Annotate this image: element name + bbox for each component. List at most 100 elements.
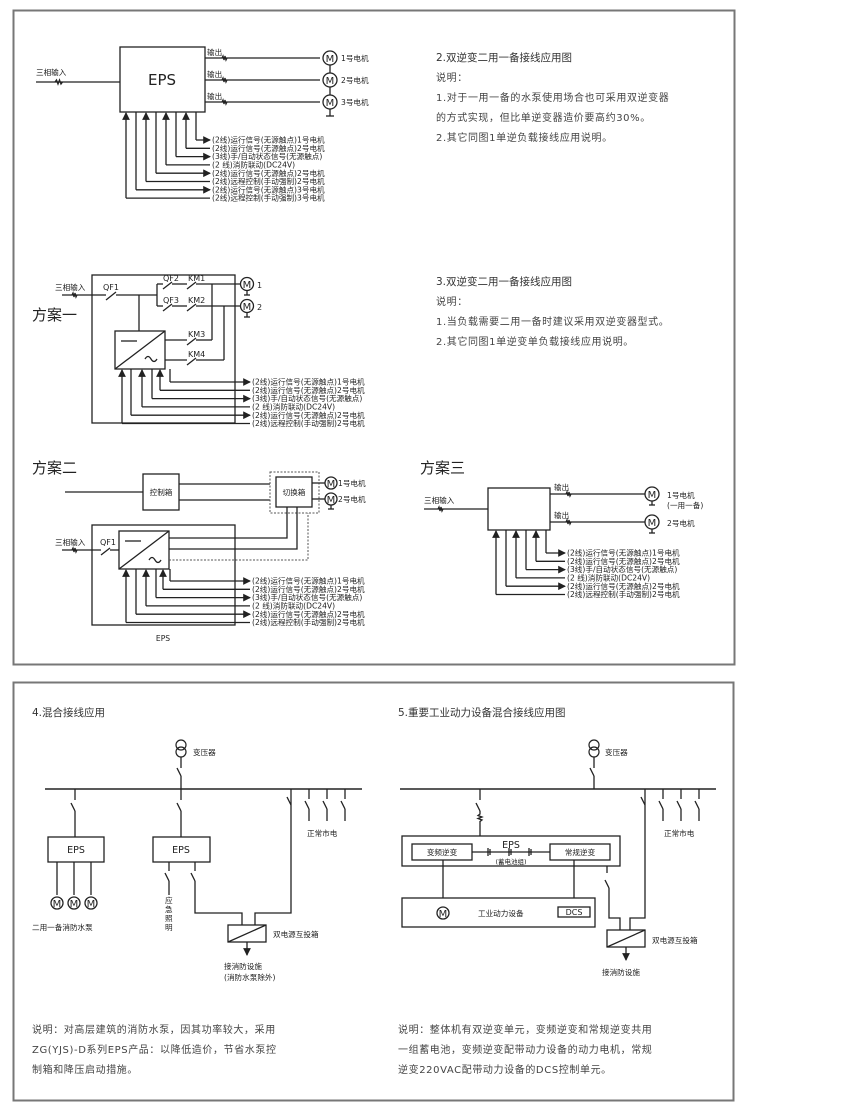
diagram-4-mixed-wiring: 4.混合接线应用 变压器 EPS M M M 二用一备消防水泵 EPS [32,706,362,1076]
emergency-lighting-label: 应 急 照 明 [165,895,173,932]
signal-label: (2 线)消防联动(DC24V) [252,402,335,412]
motor-1-icon: M [322,50,338,66]
motor-2-icon: M [644,514,660,534]
switch-box [275,476,313,508]
control-box [142,473,180,511]
pump-motor-icon: M [67,896,81,910]
desc-line: 2.其它同图1单逆变单负载接线应用说明。 [436,335,634,348]
eps-label: EPS [502,840,520,851]
signal-lines: (2线)运行信号(无源触点)1号电机(2线)运行信号(无源触点)2号电机(3线)… [122,112,325,203]
signal-label: (3线)手/自动状态信号(无源触点) [252,592,362,602]
eps-label: EPS [172,845,190,856]
motor-2-label: 2号电机 [667,518,695,528]
transformer-icon [588,739,600,758]
output-label-2: 输出 [207,69,222,79]
desc-line: 逆变220VAC配带动力设备的DCS控制单元。 [398,1063,612,1076]
desc-line: 1.当负载需要二用一备时建议采用双逆变器型式。 [436,315,669,328]
signal-row: (2线)运行信号(无源触点)2号电机 [182,112,325,153]
fuse-icon [437,505,444,513]
dcs-label: DCS [566,908,583,917]
motor-1-icon: M [644,486,660,506]
signal-row: (2线)运行信号(无源触点)3号电机 [135,112,325,194]
km2-label: KM2 [188,296,205,305]
signal-label: (2线)运行信号(无源触点)2号电机 [212,168,325,178]
signal-label: (2线)运行信号(无源触点)2号电机 [252,410,365,420]
desc-line: 说明：整体机有双逆变单元，变频逆变和常规逆变共用 [398,1023,652,1036]
diagram-2-description: 2.双逆变二用一备接线应用图 说明： 1.对于一用一备的水泵使用场合也可采用双逆… [436,51,669,144]
motor-2-icon: M [324,492,338,510]
signal-row: (2 线)消防联动(DC24V) [138,369,335,412]
signal-row: (2线)运行信号(无源触点)1号电机 [195,112,325,145]
signal-label: (2线)远程控制(手动强制)2号电机 [212,176,325,186]
desc-line: ZG(YJS)-D系列EPS产品：以降低造价，节省水泵控 [32,1043,277,1056]
signal-label: (2线)运行信号(无源触点)1号电机 [252,377,365,387]
output-label-2: 输出 [554,510,569,520]
signal-row: (2线)运行信号(无源触点)2号电机 [155,112,325,178]
input-label: 三相输入 [36,67,67,77]
signal-lines: (2线)运行信号(无源触点)1号电机(2线)运行信号(无源触点)2号电机(3线)… [122,569,365,627]
diagram-5-industrial-mixed: 5.重要工业动力设备混合接线应用图 变压器 EPS 变频逆变 常规逆变 (蓄电池… [398,706,716,1076]
ats-label: 双电源互投箱 [273,929,319,939]
diagram-2-dual-inverter: 三相输入 EPS 输出 输出 输出 M M [36,46,369,203]
signal-lines: (2线)运行信号(无源触点)1号电机(2线)运行信号(无源触点)2号电机(3线)… [118,369,365,428]
input-label: 三相输入 [424,495,455,505]
svg-text:M: M [243,302,252,313]
signal-label: (2线)运行信号(无源触点)2号电机 [252,609,365,619]
motor-1-label: 1号电机 [338,478,366,488]
motor-2-label: 2号电机 [341,75,369,85]
motor-1-icon: M [324,476,338,490]
top-panel-frame [12,9,736,666]
signal-label: (2线)远程控制(手动强制)3号电机 [212,193,325,203]
battery-icon [472,848,550,856]
svg-text:M: M [327,495,336,506]
signal-row: (2线)运行信号(无源触点)2号电机 [156,369,365,395]
motor-1-label: 1号电机 [341,53,369,63]
svg-text:M: M [326,98,335,109]
svg-text:M: M [326,54,335,65]
signal-label: (3线)手/自动状态信号(无源触点) [212,151,322,161]
desc-line: 2.其它同图1单逆负载接线应用说明。 [436,131,613,144]
battery-label: (蓄电池组) [495,857,526,866]
qf1-label: QF1 [103,283,119,292]
signal-label: (2线)运行信号(无源触点)2号电机 [567,556,680,566]
signal-label: (2线)远程控制(手动强制)2号电机 [252,617,365,627]
output-lines: 输出 输出 输出 [205,47,320,106]
eps-caption: EPS [156,634,170,643]
dcs-box [557,906,591,918]
svg-text:M: M [243,280,252,291]
scheme-1-diagram: 方案一 三相输入 QF1 QF2 KM1 QF3 KM2 [32,274,365,428]
svg-text:M: M [648,490,657,501]
signal-row: (2线)运行信号(无源触点)2号电机 [532,530,680,566]
desc-line: 一组蓄电池，变频逆变配带动力设备的动力电机，常规 [398,1043,652,1056]
switch-box-label: 切换箱 [283,487,306,497]
output-note: (消防水泵除外) [224,972,276,982]
signal-label: (2线)运行信号(无源触点)2号电机 [567,581,680,591]
transformer-icon [175,739,187,758]
km1-label: KM1 [188,274,205,283]
desc-title: 说明： [436,71,468,84]
signal-row: (2线)运行信号(无源触点)1号电机 [545,530,680,558]
signal-label: (2线)远程控制(手动强制)2号电机 [567,589,680,599]
motor-2-icon: M [322,72,338,88]
desc-line: 的方式实现，但比单逆变器造价要高约30%。 [436,111,651,124]
signal-row: (2线)运行信号(无源触点)2号电机 [159,569,365,594]
motor-3-label: 3号电机 [341,97,369,107]
signal-row: (2线)远程控制(手动强制)2号电机 [492,530,680,599]
transformer-label: 变压器 [193,747,216,757]
eps-box [487,487,551,531]
signal-row: (3线)手/自动状态信号(无源触点) [151,369,362,403]
signal-label: (2 线)消防联动(DC24V) [567,573,650,583]
normal-power-feeders [658,789,700,821]
signal-label: (3线)手/自动状态信号(无源触点) [252,393,362,403]
pump-motor-icon: M [50,896,64,910]
signal-row: (2线)运行信号(无源触点)2号电机 [135,569,365,619]
motor-1-icon: M [239,276,255,296]
svg-text:急: 急 [165,904,173,914]
output-label: 接消防设施 [224,961,262,971]
scheme-3-diagram: 方案三 三相输入 输出 输出 M M 1号电机 (一用一备) 2号电机 (2线)… [420,459,703,599]
std-inverter-label: 常规逆变 [565,847,596,857]
scheme-2-diagram: 方案二 控制箱 切换箱 M M 1号电机 2号电机 EPS 三相输入 QF1 [32,459,366,643]
svg-text:M: M [53,899,62,910]
input-label: 三相输入 [55,282,86,292]
signal-label: (2线)运行信号(无源触点)1号电机 [212,135,325,145]
